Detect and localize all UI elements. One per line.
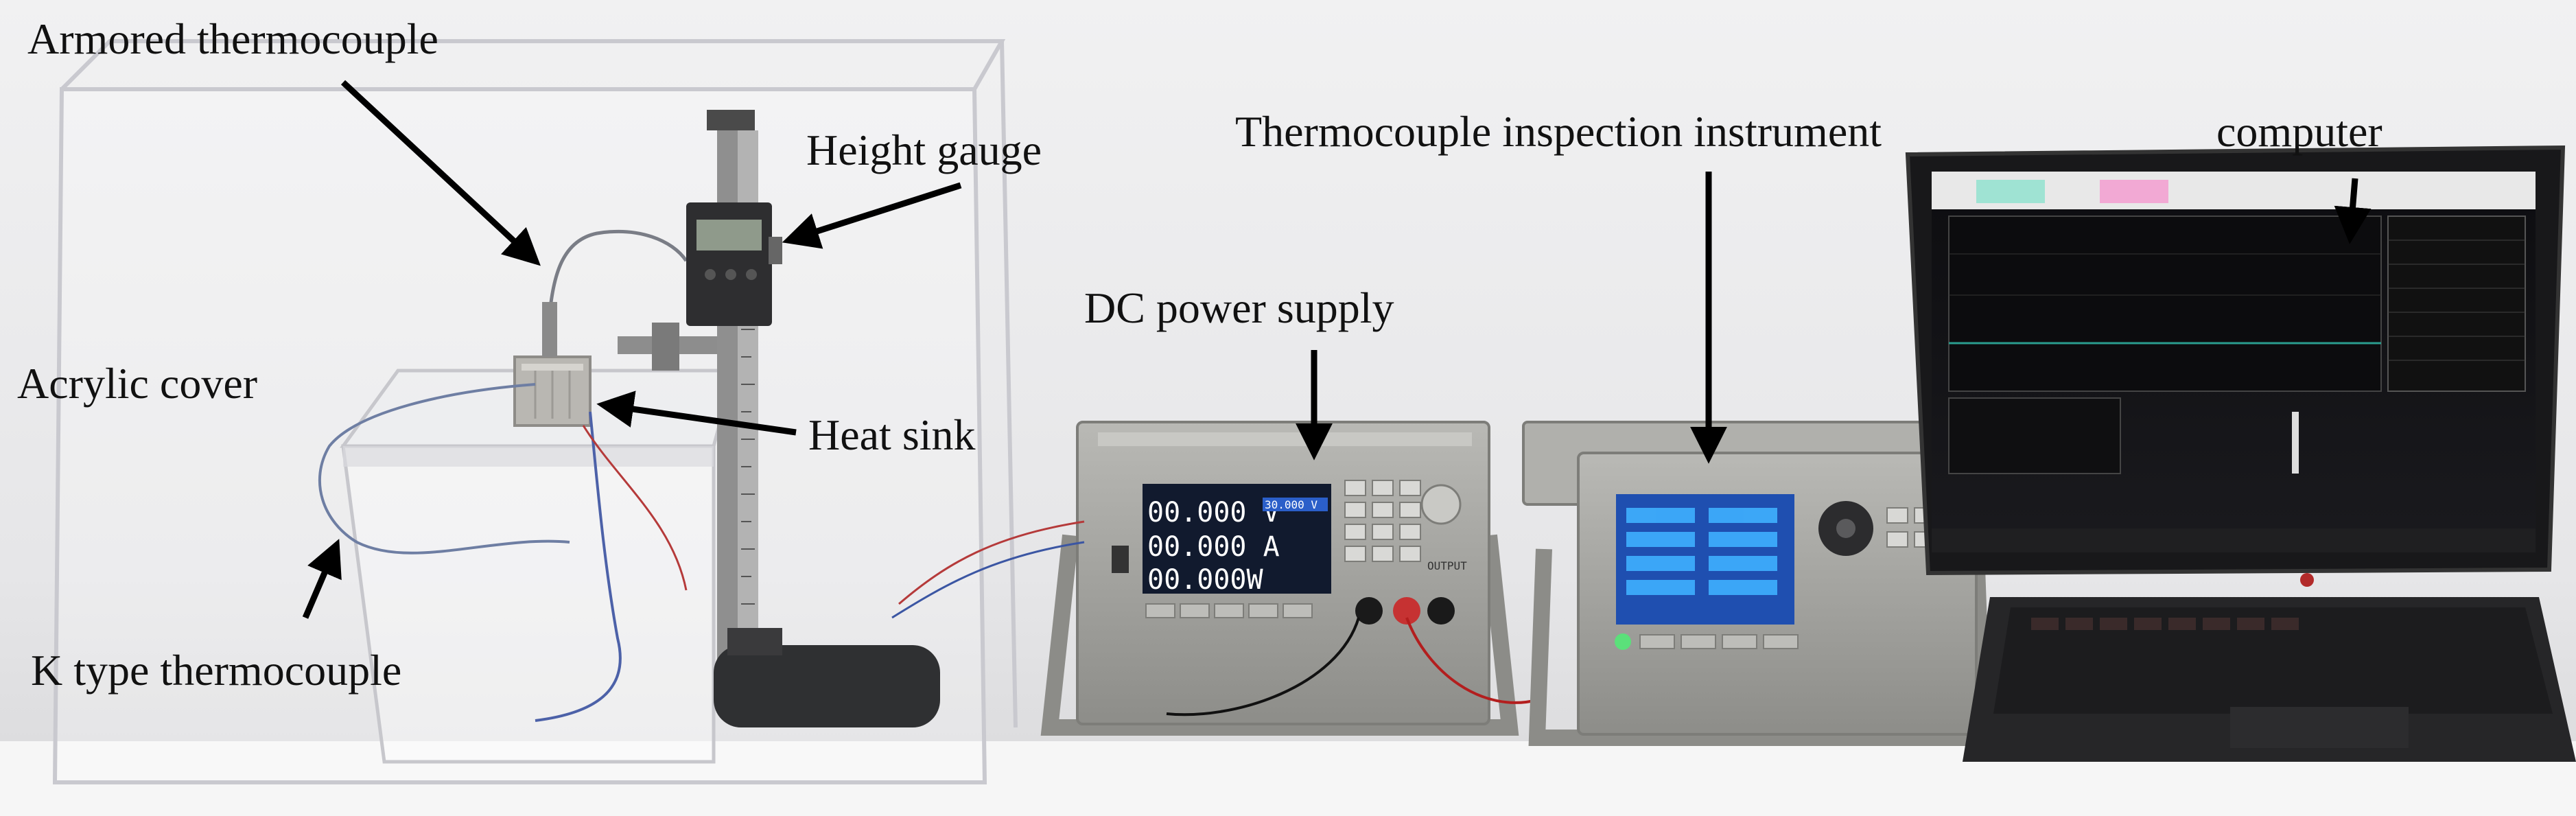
k-type-thermocouple-wire (318, 383, 570, 555)
label-computer: computer (2216, 107, 2382, 156)
heat-sink (513, 355, 592, 427)
laptop-computer (1905, 145, 2576, 762)
annotation-arrows (302, 80, 2372, 619)
arrow-k-type-thermocouple (302, 539, 342, 619)
label-dc-power-supply: DC power supply (1084, 283, 1394, 332)
arrow-height-gauge (782, 182, 962, 249)
arrow-computer (2334, 178, 2372, 244)
label-k-type-thermocouple: K type thermocouple (31, 646, 401, 695)
ps-voltage-readout: 00.000 V (1147, 497, 1280, 528)
label-heat-sink: Heat sink (808, 410, 976, 459)
arrow-armored-thermocouple (340, 80, 541, 266)
ps-current-readout: 00.000 A (1147, 531, 1280, 563)
power-supply-knob (1420, 484, 1462, 525)
ps-output-label: OUTPUT (1427, 559, 1467, 572)
power-supply-keypad (1344, 480, 1421, 562)
label-armored-thermocouple: Armored thermocouple (27, 14, 438, 63)
laptop-plot-area (1948, 215, 2382, 392)
dc-power-supply: 00.000 V 00.000 A 00.000W 30.000 V OUTPU… (1040, 421, 1519, 736)
height-gauge (686, 110, 940, 727)
height-gauge-base (714, 645, 940, 727)
arrow-heat-sink (596, 390, 797, 436)
power-supply-soft-keys (1145, 603, 1313, 618)
thermocouple-inspection-instrument (1522, 421, 1992, 746)
label-acrylic-cover: Acrylic cover (17, 359, 257, 408)
ps-set-voltage: 30.000 V (1265, 498, 1318, 511)
label-inspection-instrument: Thermocouple inspection instrument (1235, 107, 1882, 156)
ps-power-readout: 00.000W (1147, 564, 1263, 596)
label-height-gauge: Height gauge (806, 126, 1042, 174)
armored-thermocouple (542, 229, 721, 371)
